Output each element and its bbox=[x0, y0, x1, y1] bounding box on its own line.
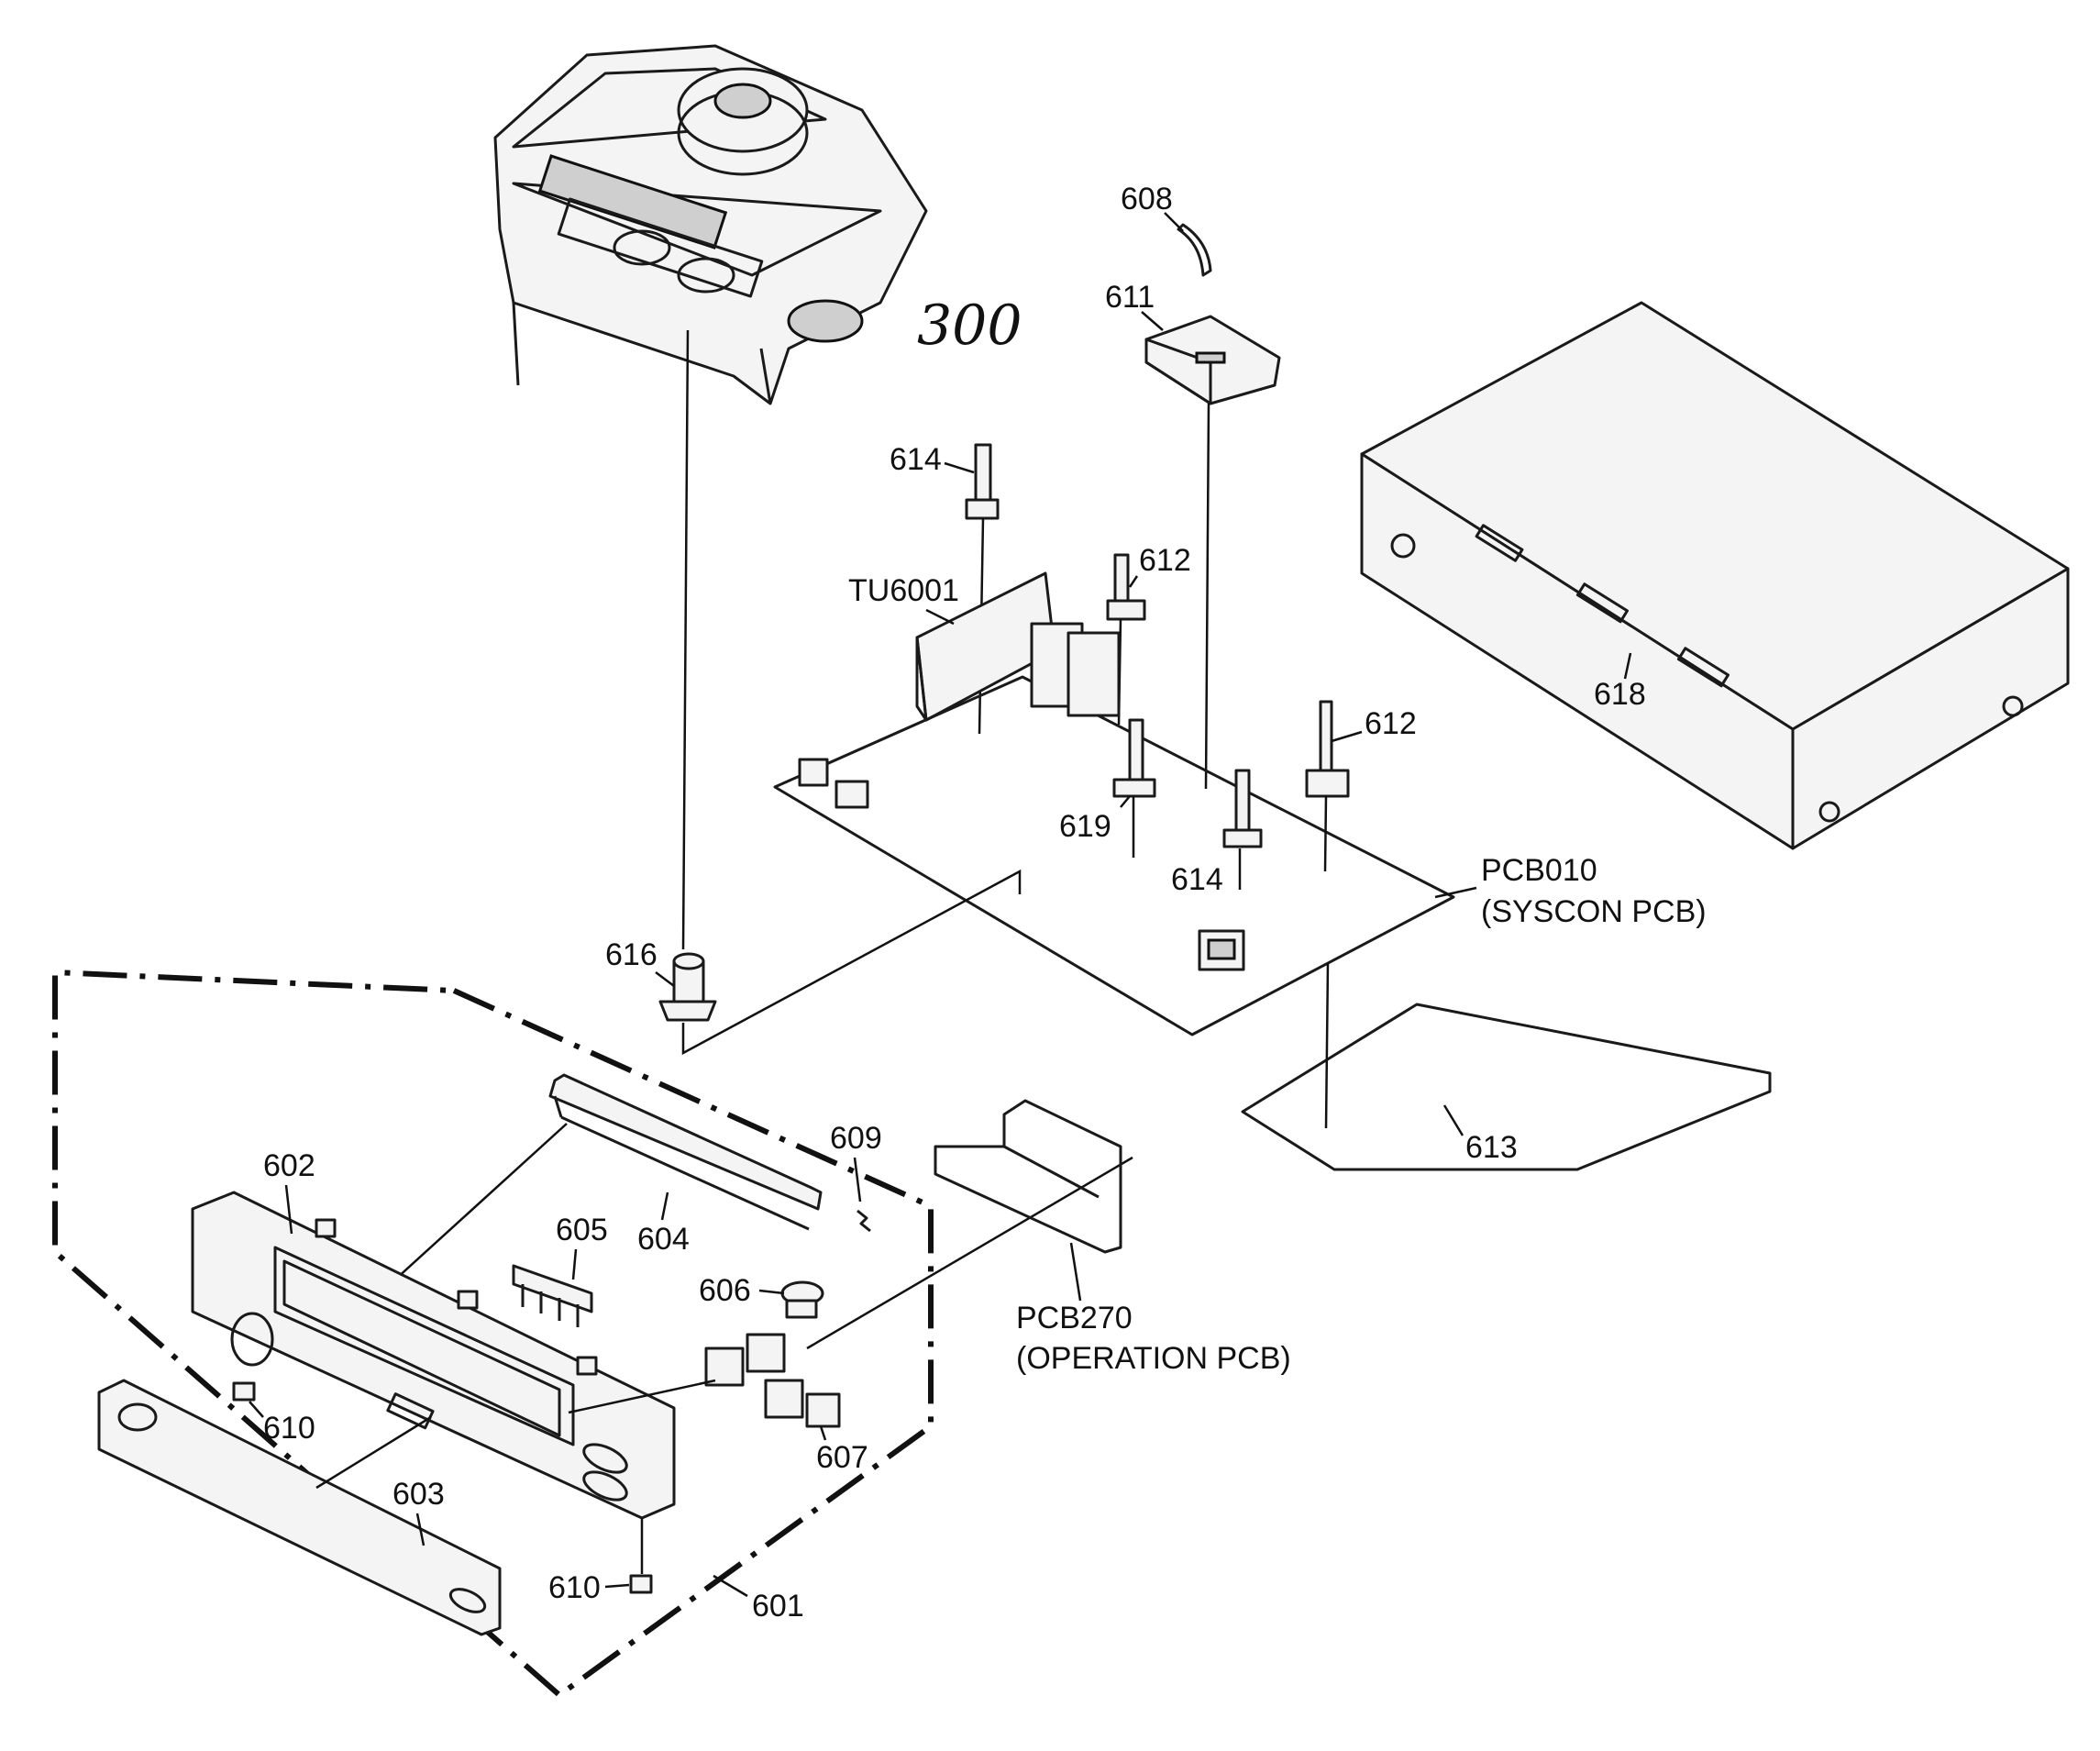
part-label-606: 606 bbox=[699, 1273, 751, 1308]
part-label-603: 603 bbox=[392, 1477, 445, 1512]
part-label-601: 601 bbox=[752, 1589, 804, 1624]
part-label-616: 616 bbox=[605, 937, 658, 972]
part-603 bbox=[97, 1379, 502, 1636]
part-label-619: 619 bbox=[1059, 809, 1111, 844]
part-label-pcb270-sub: (OPERATION PCB) bbox=[1016, 1341, 1291, 1376]
part-616 bbox=[658, 952, 717, 1022]
part-label-tu6001: TU6001 bbox=[848, 573, 959, 608]
part-label-614-lower: 614 bbox=[1171, 862, 1223, 897]
part-label-607: 607 bbox=[816, 1440, 868, 1475]
mechanism-assembly-300 bbox=[493, 44, 928, 405]
part-label-610-right: 610 bbox=[548, 1570, 601, 1605]
part-label-pcb010-sub: (SYSCON PCB) bbox=[1481, 894, 1707, 929]
part-label-608: 608 bbox=[1121, 182, 1173, 216]
part-612-upper bbox=[1106, 553, 1146, 621]
part-label-pcb270: PCB270 bbox=[1016, 1301, 1133, 1335]
part-label-610-left: 610 bbox=[263, 1411, 315, 1446]
part-614-lower bbox=[1222, 769, 1263, 848]
part-label-612-lower: 612 bbox=[1365, 706, 1417, 741]
part-610-left bbox=[232, 1381, 256, 1402]
part-label-609: 609 bbox=[830, 1121, 882, 1156]
pcb-613 bbox=[1241, 962, 1772, 1171]
part-label-611: 611 bbox=[1105, 280, 1155, 315]
part-604 bbox=[548, 1073, 823, 1231]
part-612-lower bbox=[1305, 700, 1350, 798]
part-label-300: 300 bbox=[917, 294, 1022, 358]
part-619 bbox=[1112, 718, 1156, 798]
part-610-right bbox=[629, 1574, 653, 1594]
part-label-613: 613 bbox=[1465, 1130, 1518, 1165]
part-label-612-upper: 612 bbox=[1139, 543, 1191, 578]
part-label-605: 605 bbox=[556, 1213, 608, 1247]
part-606 bbox=[780, 1280, 824, 1319]
part-label-614-upper: 614 bbox=[890, 442, 942, 477]
part-602-front-panel bbox=[191, 1191, 716, 1520]
part-label-pcb010: PCB010 bbox=[1481, 853, 1597, 888]
part-605 bbox=[512, 1264, 593, 1327]
part-618-top-cover bbox=[1360, 301, 2070, 850]
part-label-618: 618 bbox=[1594, 677, 1646, 712]
part-614-upper bbox=[965, 443, 1000, 520]
part-611 bbox=[1144, 315, 1281, 405]
pcb010-syscon-board bbox=[773, 571, 1455, 1036]
pcb270-operation-board bbox=[934, 1099, 1122, 1254]
part-label-602: 602 bbox=[263, 1148, 315, 1183]
part-607 bbox=[704, 1333, 841, 1428]
part-label-604: 604 bbox=[637, 1222, 690, 1257]
part-609 bbox=[857, 1209, 871, 1233]
part-608 bbox=[1177, 223, 1212, 277]
